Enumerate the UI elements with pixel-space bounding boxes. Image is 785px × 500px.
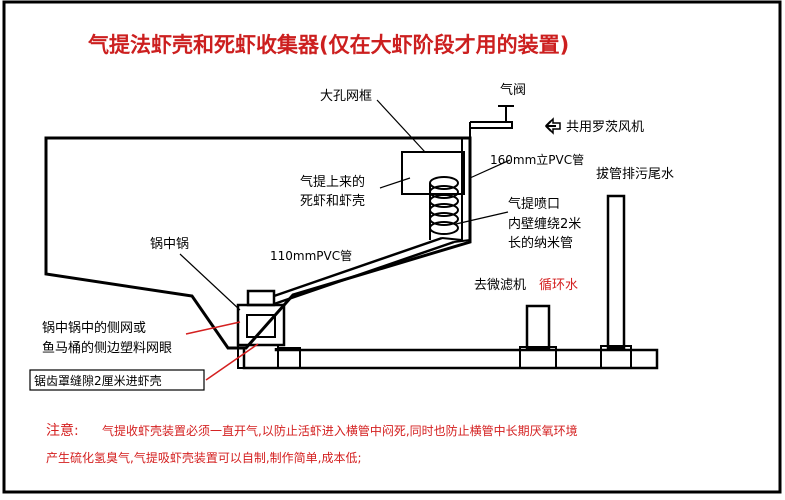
tank-outline [44,136,472,350]
air-feed-pipe [470,121,513,129]
sawtooth-label-box [29,369,205,391]
note-prefix: 注意: [46,422,79,439]
title: 气提法虾壳和死虾收集器(仅在大虾阶段才用的装置) [87,33,569,57]
pipe-joint-2 [277,347,301,369]
leader-nozzle [455,211,509,225]
label-side-net-2: 鱼马桶的侧边塑料网眼 [42,340,172,356]
label-air-valve: 气阀 [500,82,526,98]
inner-pot-top [246,289,276,307]
leader-side-net [185,321,241,335]
label-pvc-160: 160mm立PVC管 [490,152,584,167]
label-sawtooth: 锯齿罩缝隙2厘米进虾壳 [34,373,162,388]
label-pot-in-pot: 锅中锅 [150,236,189,252]
label-lifted-1: 气提上来的 [300,174,365,190]
label-big-mesh-box: 大孔网框 [320,89,372,104]
label-lifted-2: 死虾和虾壳 [300,194,365,209]
label-drain-pipe: 拔管排污尾水 [596,167,674,182]
label-side-net-1: 锅中锅中的侧网或 [42,320,146,336]
drain-standpipe [606,194,626,350]
mesh-box [401,151,465,195]
leader-pot-in-pot [179,253,241,311]
leader-sawtooth [205,343,259,381]
nano-tube-coil [429,176,459,240]
label-nozzle-2: 内壁缠绕2米 [508,216,581,232]
label-nozzle-1: 气提喷口 [508,196,560,212]
leader-lifted [379,177,411,189]
filter-vertical-pipe [525,304,551,350]
note-line1: 气提收虾壳装置必须一直开气,以防止活虾进入横管中闷死,同时也防止横管中长期厌氧环… [102,423,578,438]
bottom-horizontal-pipe [242,348,659,370]
pvc-110-pipe [273,236,455,306]
label-shared-blower: 共用罗茨风机 [566,120,644,135]
label-pvc-110: 110mmPVC管 [270,248,352,263]
leader-pvc160 [469,159,511,179]
pipe-joint-drain [600,345,632,369]
label-recycle-water: 循环水 [539,278,578,293]
leader-mesh-box [376,99,426,153]
inner-pot-mesh [246,314,276,338]
label-to-filter: 去微滤机 [474,278,526,293]
label-nozzle-3: 长的纳米管 [508,235,573,251]
note-line2: 产生硫化氢臭气,气提吸虾壳装置可以自制,制作简单,成本低; [46,450,362,465]
